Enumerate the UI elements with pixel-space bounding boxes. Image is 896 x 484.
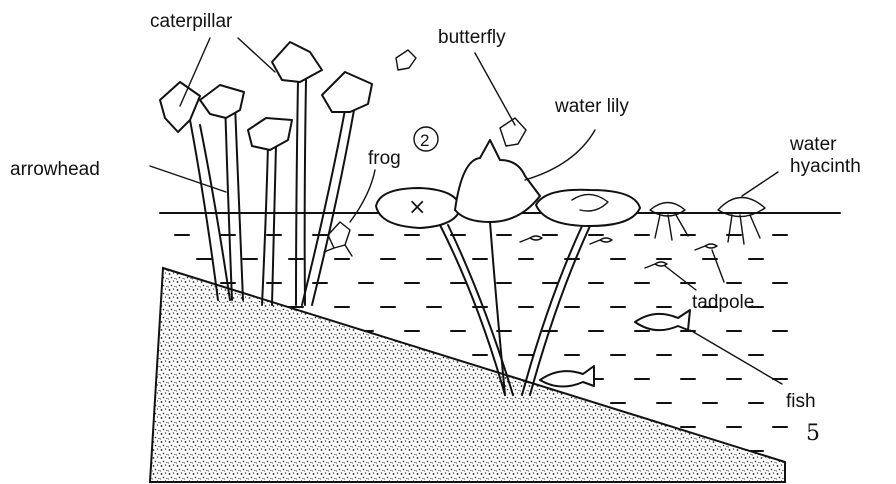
frog-label: frog — [368, 148, 401, 169]
arrowhead-label: arrowhead — [10, 159, 100, 180]
lily-pad-mark: × — [408, 195, 426, 220]
arrowhead-plants — [160, 42, 372, 305]
soil-bank — [150, 268, 785, 482]
caterpillar-label: caterpillar — [150, 11, 233, 32]
water-hyacinth-pointer — [742, 172, 778, 196]
arrowhead-pointer — [150, 166, 226, 192]
fish-figures — [540, 310, 690, 387]
fish-pointer — [690, 330, 782, 384]
tadpole-label: tadpole — [692, 292, 754, 313]
water-hyacinth-group — [650, 197, 765, 244]
water-hyacinth-label-line1: water — [789, 134, 837, 155]
frog-pointer — [350, 170, 375, 222]
fish-label: fish — [786, 391, 816, 412]
butterfly-figures — [396, 50, 526, 146]
frog-mark: 2 — [420, 131, 429, 150]
water-lily-label: water lily — [554, 96, 629, 117]
butterfly-pointer — [475, 53, 515, 125]
tadpole-figures — [520, 236, 717, 268]
page-number: 5 — [806, 421, 820, 446]
water-hyacinth-label-line2: hyacinth — [790, 156, 861, 177]
butterfly-label: butterfly — [438, 27, 506, 48]
water-lily-pointer — [525, 130, 595, 180]
